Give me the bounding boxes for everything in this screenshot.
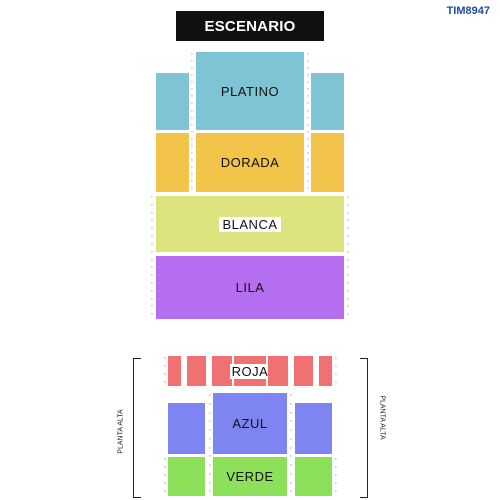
section-roja-block[interactable] — [319, 356, 332, 386]
section-roja-block[interactable] — [212, 356, 232, 386]
section-platino-left[interactable] — [156, 73, 189, 130]
section-platino-label: PLATINO — [220, 83, 280, 99]
upper-floor-bracket-left — [133, 358, 141, 498]
row-letters-lower-left: ▪▪▪▪▪▪▪▪▪▪▪▪ — [208, 394, 212, 495]
row-letters-lower-left: ▪▪▪▪▪ — [163, 458, 167, 495]
upper-floor-label-right: PLANTA ALTA — [378, 395, 386, 440]
section-dorada-right[interactable] — [311, 133, 344, 192]
section-roja-block[interactable] — [268, 356, 288, 386]
row-letters-upper-left: ▪▪▪▪▪▪▪▪▪▪▪▪▪▪▪▪▪▪▪▪ — [190, 53, 194, 192]
section-dorada-label: DORADA — [220, 155, 280, 170]
row-letters-floor-right: ▪▪▪▪▪▪▪▪▪▪▪▪▪▪▪▪ — [346, 196, 350, 318]
section-verde-right[interactable] — [295, 457, 332, 496]
section-azul-label: AZUL — [232, 416, 268, 431]
row-letters-lower-left: ▪▪▪▪ — [163, 357, 167, 386]
section-roja-block[interactable] — [187, 356, 206, 386]
row-letters-lower-right: ▪▪▪▪ — [334, 357, 338, 386]
section-verde-label: VERDE — [226, 469, 274, 484]
section-verde[interactable]: VERDE — [213, 457, 287, 496]
section-blanca-label: BLANCA — [219, 216, 281, 232]
upper-floor-label-left: PLANTA ALTA — [117, 409, 125, 454]
section-lila-label: LILA — [235, 280, 265, 295]
stage-label: ESCENARIO — [204, 17, 296, 35]
stage: ESCENARIO — [176, 11, 324, 41]
row-letters-floor-left: ▪▪▪▪▪▪▪▪▪▪▪▪▪▪▪▪ — [150, 196, 154, 318]
row-letters-lower-right: ▪▪▪▪▪▪▪▪▪▪▪▪ — [289, 394, 293, 495]
section-azul-left[interactable] — [168, 403, 205, 454]
section-verde-left[interactable] — [168, 457, 205, 496]
section-azul[interactable]: AZUL — [213, 393, 287, 454]
row-letters-lower-right: ▪▪▪▪▪ — [334, 458, 338, 495]
section-platino-right[interactable] — [311, 73, 344, 130]
section-dorada[interactable]: DORADA — [196, 133, 304, 192]
section-lila[interactable]: LILA — [156, 256, 344, 319]
section-roja[interactable]: ROJA — [229, 356, 271, 386]
section-dorada-left[interactable] — [156, 133, 189, 192]
section-azul-right[interactable] — [295, 403, 332, 454]
section-roja-label: ROJA — [229, 363, 271, 379]
upper-floor-bracket-right — [360, 358, 368, 498]
event-code: TIM8947 — [446, 5, 490, 17]
section-blanca[interactable]: BLANCA — [156, 196, 344, 252]
section-platino[interactable]: PLATINO — [196, 52, 304, 130]
section-roja-block[interactable] — [168, 356, 181, 386]
row-letters-upper-right: ▪▪▪▪▪▪▪▪▪▪▪▪▪▪▪▪▪▪▪▪ — [306, 53, 310, 192]
section-roja-block[interactable] — [294, 356, 313, 386]
